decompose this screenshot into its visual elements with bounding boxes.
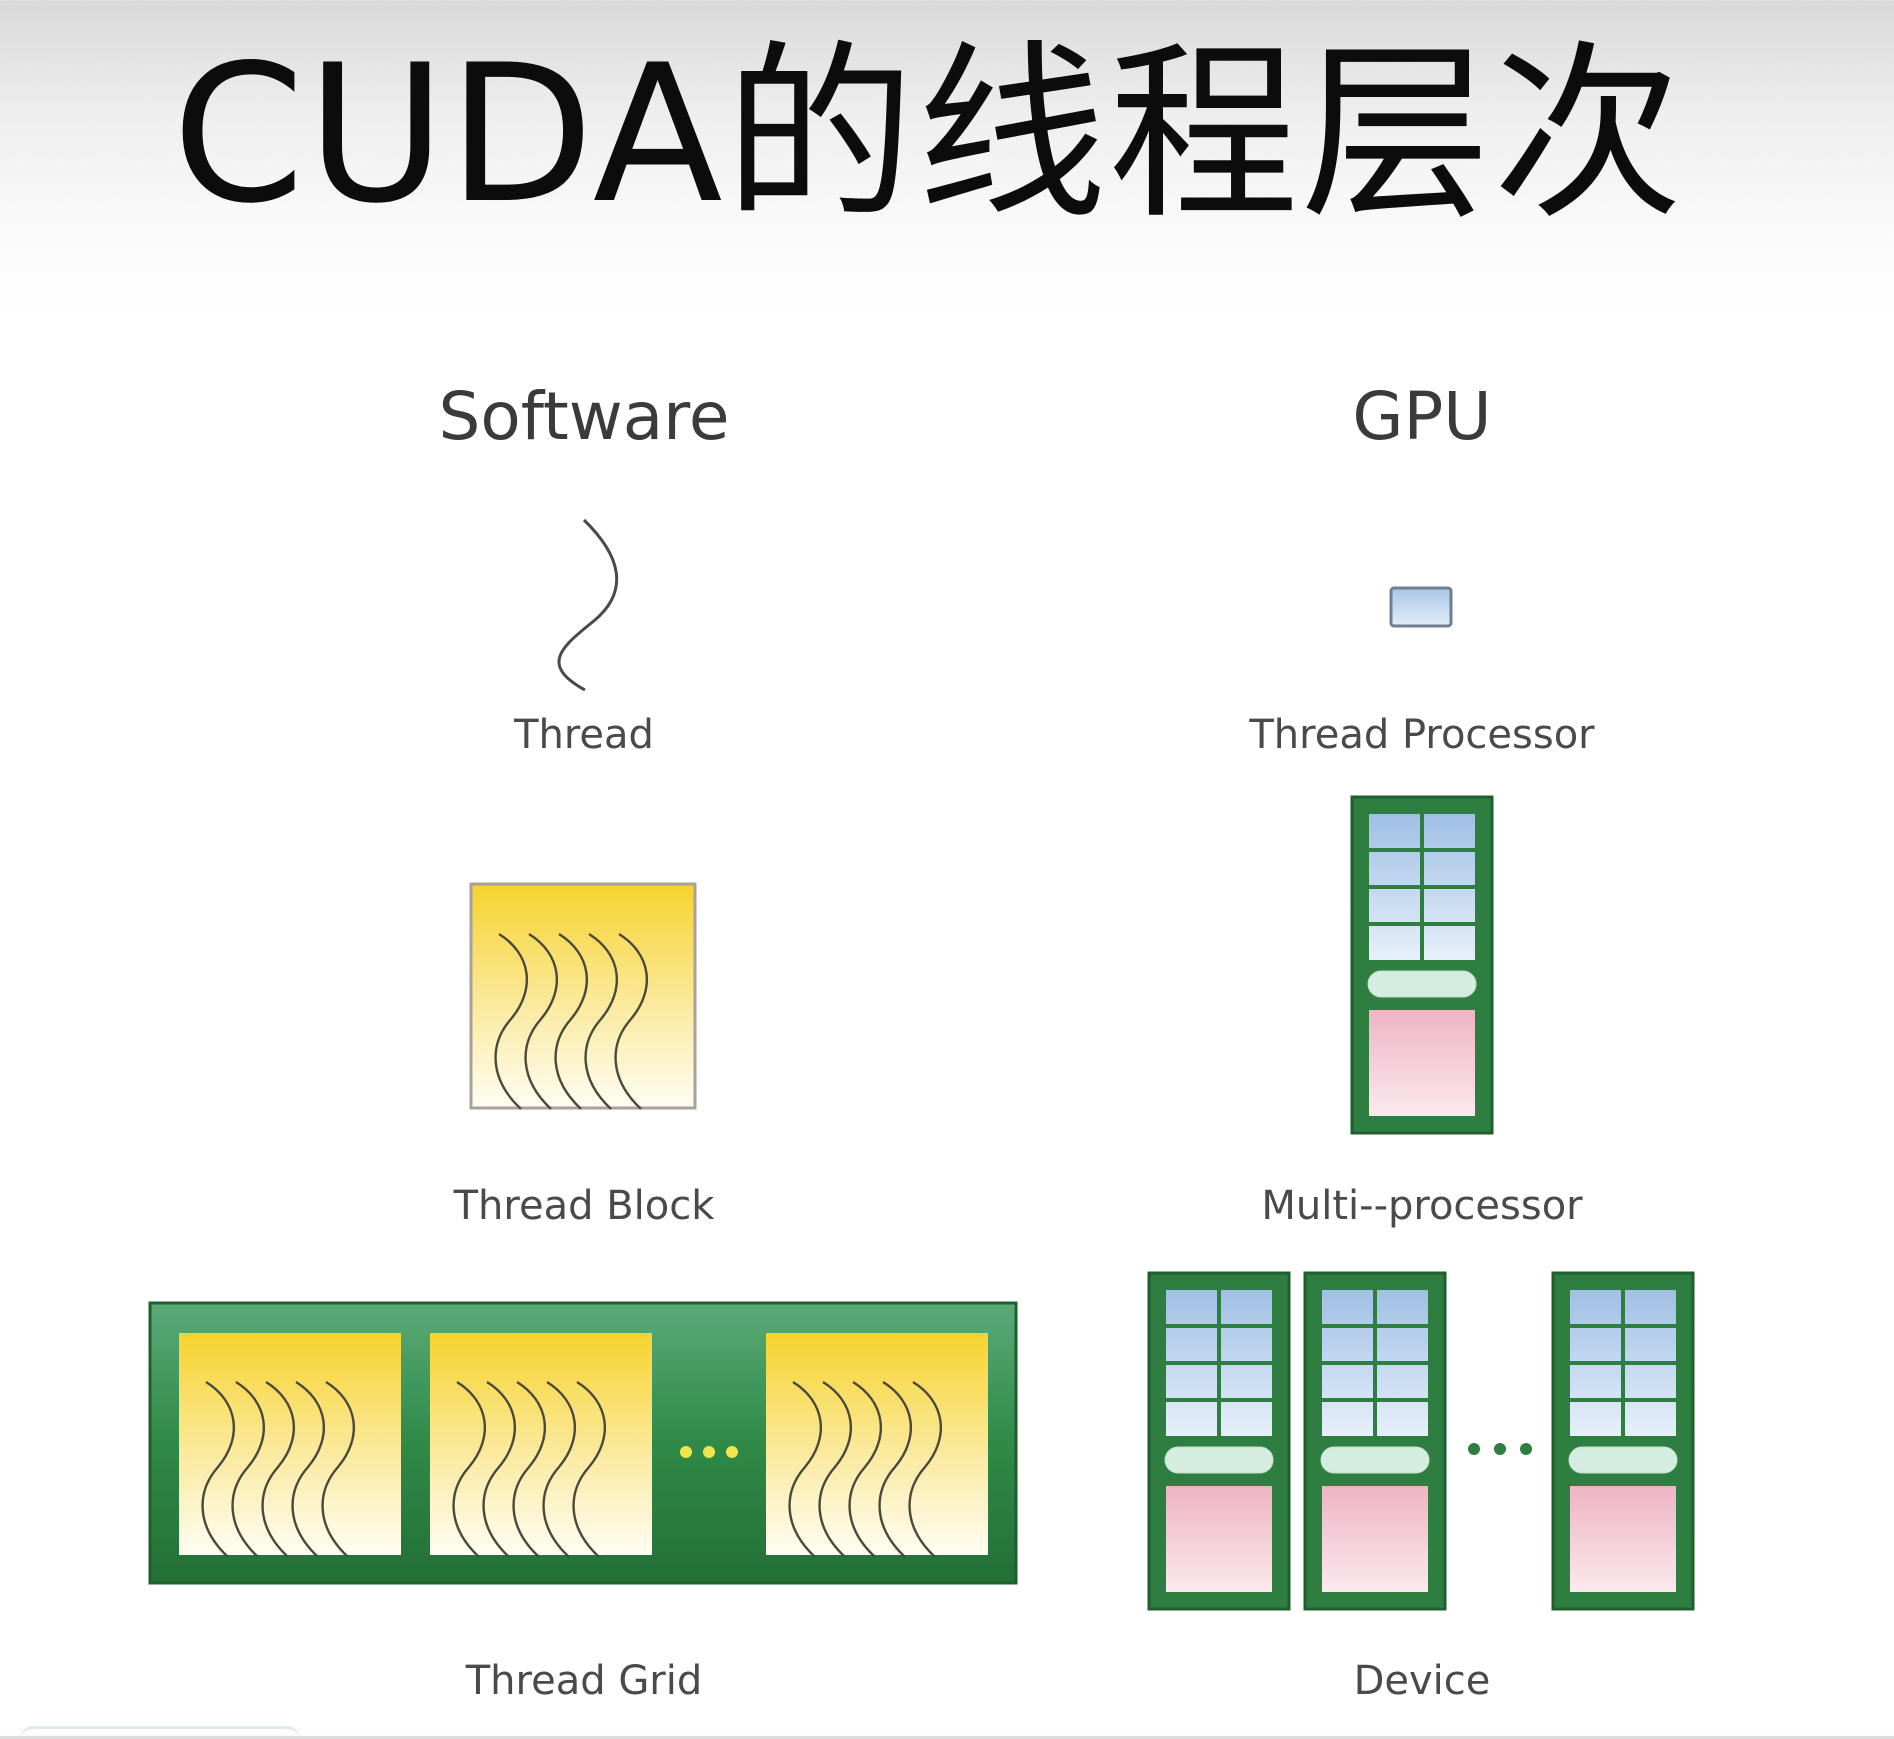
device-mp-3 [1551,1271,1695,1611]
multiprocessor-icon [1350,795,1494,1135]
gpu-heading: GPU [1352,378,1492,455]
grid-ellipsis [680,1446,738,1458]
thread-icon [557,518,619,692]
bottom-edge-decoration [20,1726,300,1739]
caption-thread-processor: Thread Processor [1249,712,1595,758]
software-heading: Software [438,378,730,455]
device-mp-2 [1303,1271,1447,1611]
device-ellipsis [1468,1443,1532,1455]
device-icon [1147,1271,1695,1611]
caption-thread-block: Thread Block [453,1183,715,1229]
device-mp-1 [1147,1271,1291,1611]
grid-block-1 [179,1333,401,1559]
thread-grid-icon [148,1301,1018,1585]
caption-device: Device [1353,1658,1491,1704]
caption-multiprocessor: Multi--processor [1261,1183,1583,1229]
thread-block-icon [469,882,697,1111]
thread-processor-icon [1389,586,1453,628]
grid-block-3 [766,1333,988,1559]
slide-title: CUDA的线程层次 [172,24,1685,245]
caption-thread-grid: Thread Grid [465,1658,703,1704]
caption-thread: Thread [514,712,654,758]
grid-block-2 [430,1333,652,1559]
